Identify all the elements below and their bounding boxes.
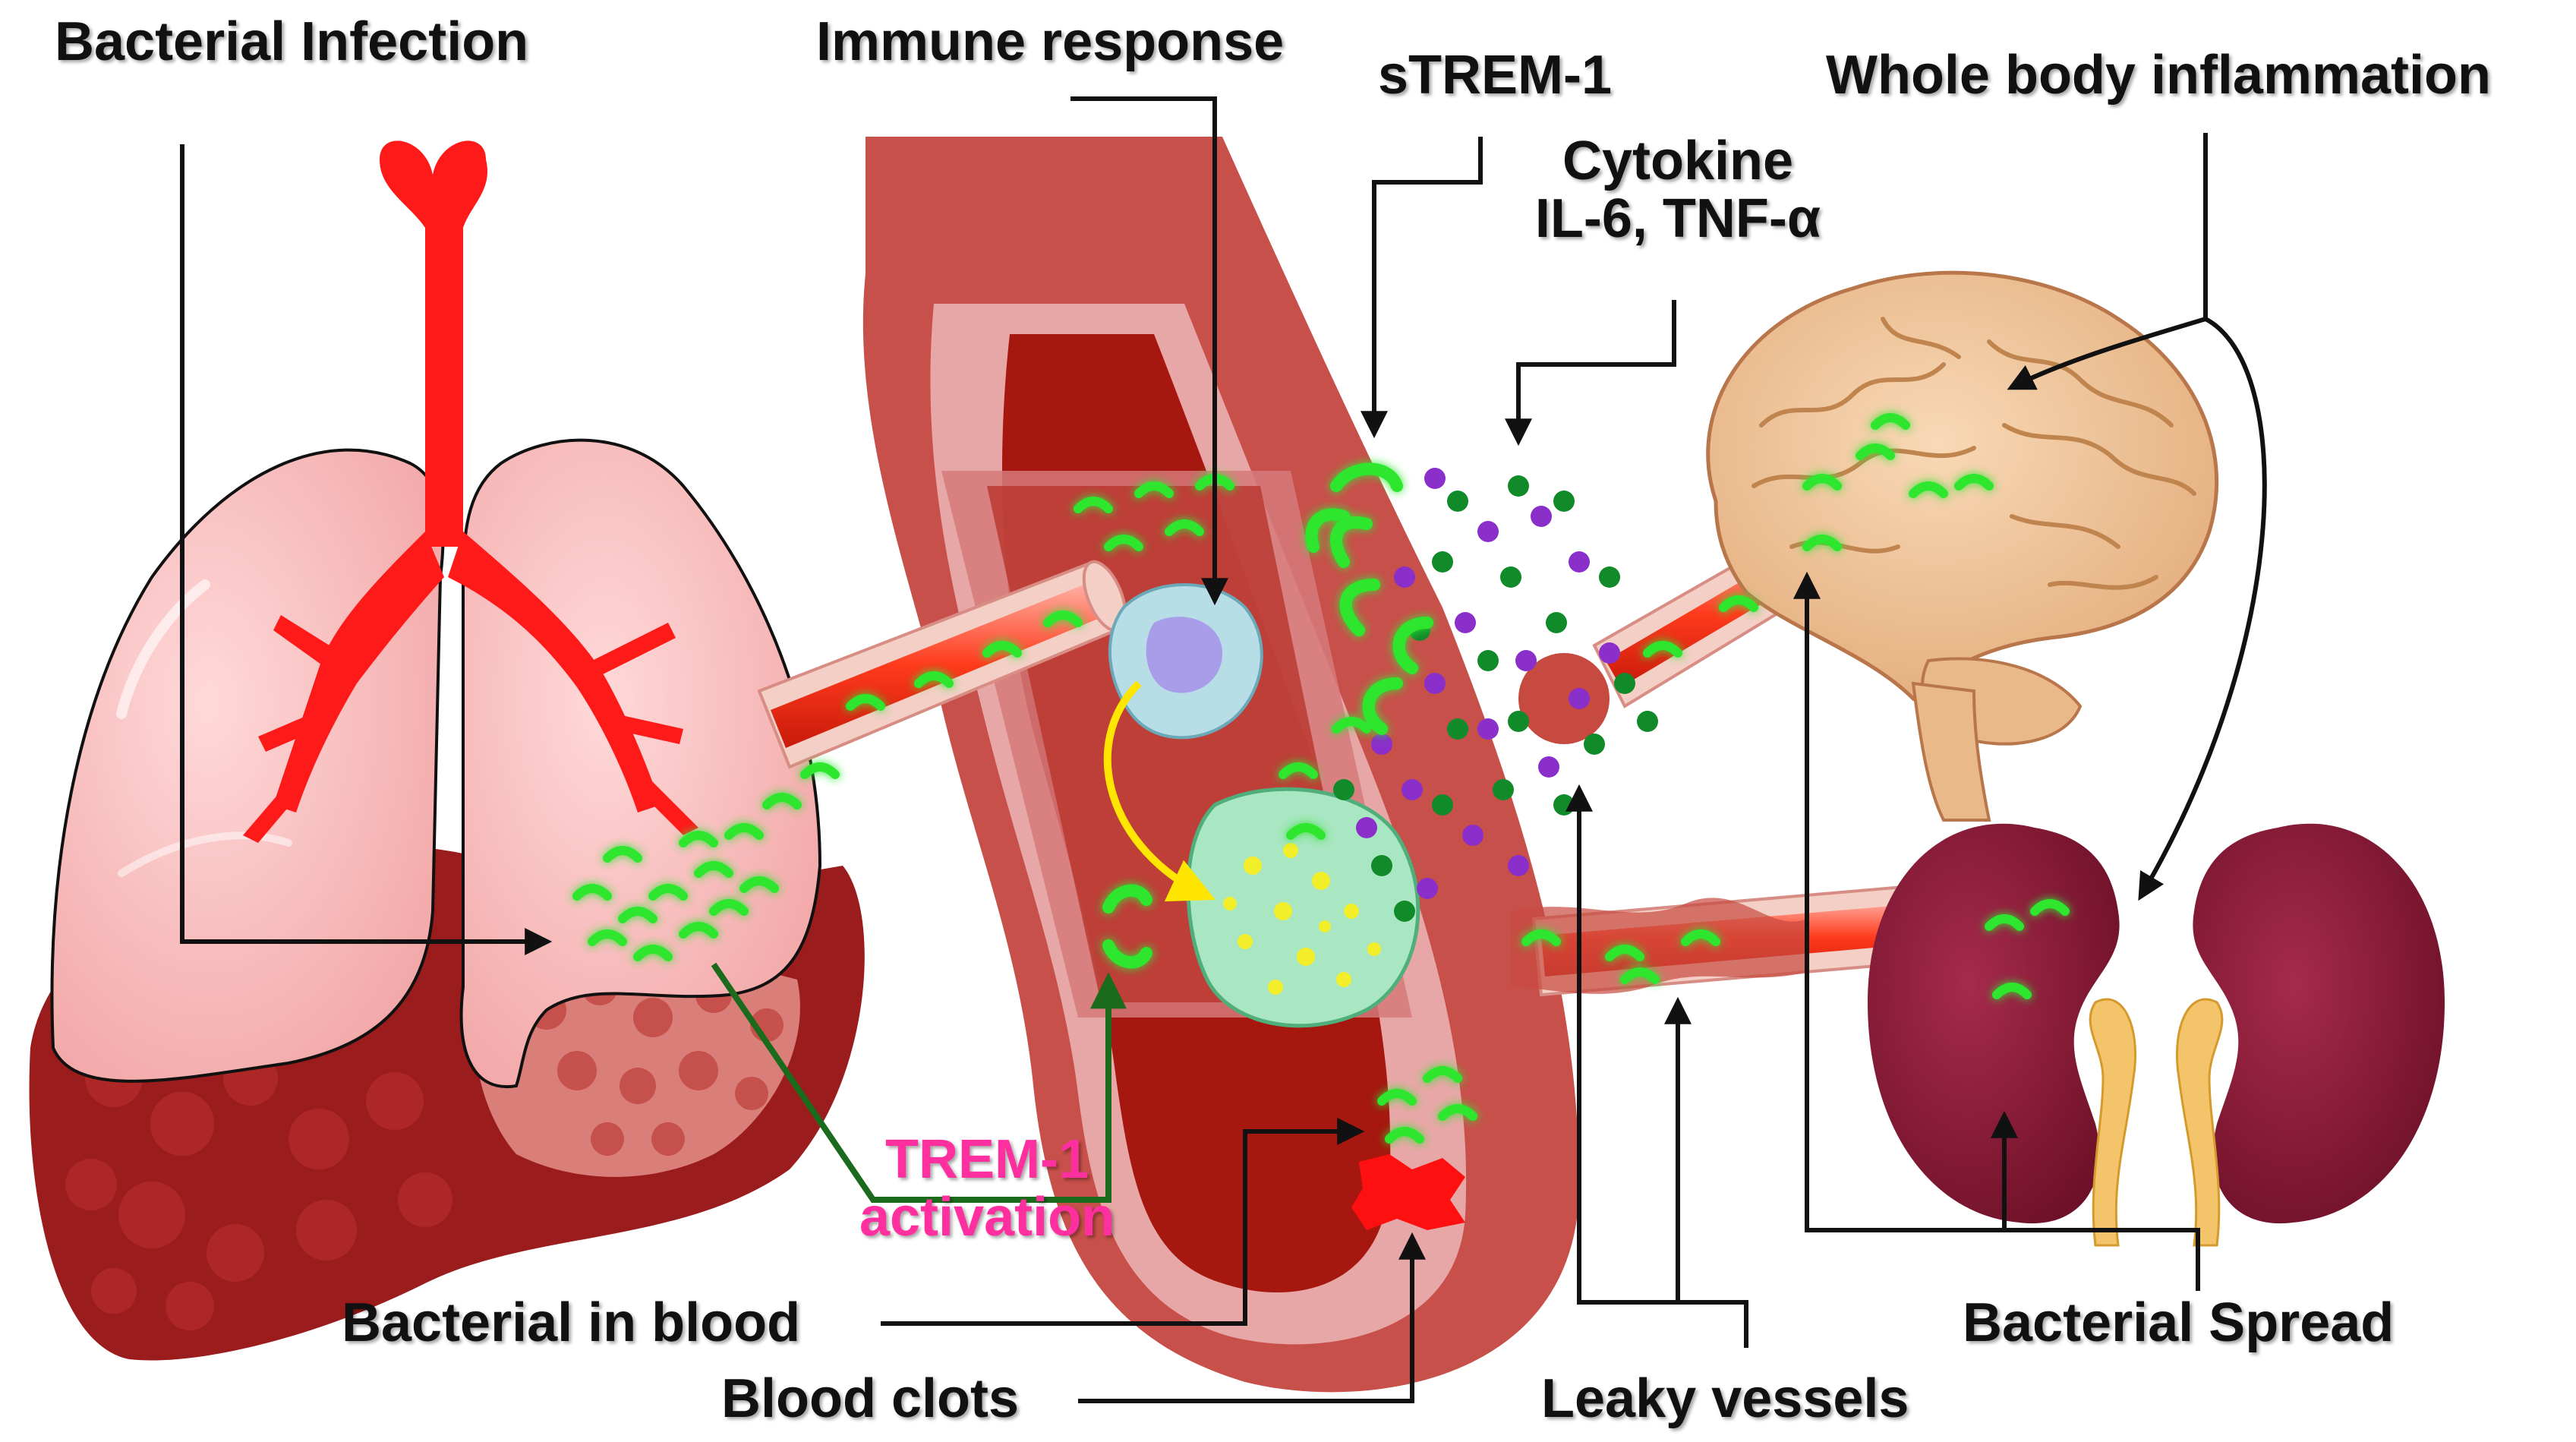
- brain: [1706, 270, 2219, 822]
- label-immune-response: Immune response: [816, 11, 1285, 72]
- lungs: [50, 438, 822, 1089]
- kidneys: [1868, 823, 2445, 1247]
- bacteria: [572, 413, 2070, 1144]
- label-bacterial-spread: Bacterial Spread: [1963, 1292, 2395, 1353]
- trachea: [243, 140, 698, 843]
- label-trem1-activation: TREM-1 activation: [828, 1131, 1146, 1246]
- label-cytokine-line2: IL-6, TNF-α: [1534, 188, 1821, 249]
- activated-cell: [1186, 787, 1420, 1028]
- label-cytokine-line1: Cytokine: [1562, 131, 1794, 191]
- label-leaky-vessels: Leaky vessels: [1541, 1368, 1909, 1429]
- signal-arrow: [1103, 680, 1215, 902]
- label-strem1: sTREM-1: [1378, 45, 1613, 106]
- label-whole-body-inflammation: Whole body inflammation: [1826, 45, 2491, 106]
- label-bacterial-infection: Bacterial Infection: [55, 11, 529, 72]
- label-bacterial-in-blood: Bacterial in blood: [342, 1292, 801, 1353]
- label-cytokine: Cytokine IL-6, TNF-α: [1511, 131, 1845, 249]
- label-blood-clots: Blood clots: [721, 1368, 1019, 1429]
- kidney-vessel: [1511, 879, 1991, 997]
- label-trem1-line2: activation: [859, 1186, 1115, 1248]
- label-trem1-line1: TREM-1: [885, 1129, 1089, 1190]
- immune-cell: [1108, 583, 1263, 740]
- connector-arrows: [180, 96, 2267, 1403]
- trem1-receptor: [1102, 884, 1221, 969]
- blood-clot: [1351, 1154, 1465, 1230]
- trem1-activation-arrow: [711, 962, 1127, 1203]
- strem1-molecules: [1305, 462, 1433, 735]
- cytokines: [1333, 468, 1658, 922]
